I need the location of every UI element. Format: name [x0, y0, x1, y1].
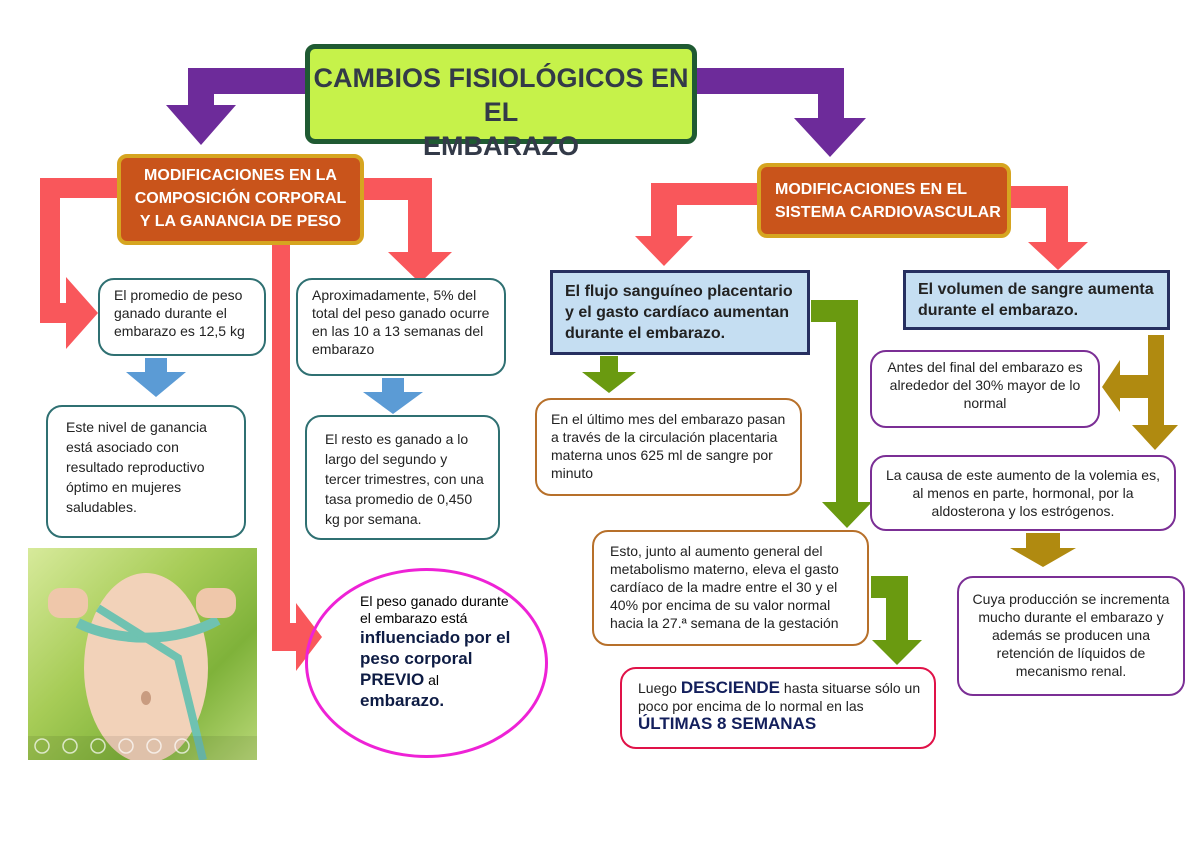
box-text: Antes del final del embarazo es alrededo…	[887, 359, 1083, 411]
ellipse-bold: influenciado	[360, 628, 461, 647]
green-arrow-icon	[871, 576, 922, 665]
ellipse-bold: embarazo.	[360, 691, 445, 710]
blue-down-arrow-icon	[126, 358, 186, 397]
box-text: El flujo sanguíneo placentario y el gast…	[565, 283, 793, 342]
box-metabolism: Esto, junto al aumento general del metab…	[592, 530, 869, 646]
gold-arrow-icon	[1010, 533, 1076, 567]
box-percent-weight: Aproximadamente, 5% del total del peso g…	[296, 278, 506, 376]
box-average-weight: El promedio de peso ganado durante el em…	[98, 278, 266, 356]
main-title-line1: CAMBIOS FISIOLÓGICOS EN EL	[313, 63, 689, 127]
gold-arrow-icon	[1102, 360, 1148, 412]
box-cause: La causa de este aumento de la volemia e…	[870, 455, 1176, 531]
box-text: Este nivel de ganancia está asociado con…	[66, 419, 207, 515]
heading-body-composition: MODIFICACIONES EN LA COMPOSICIÓN CORPORA…	[117, 154, 364, 245]
heading-cardiovascular: MODIFICACIONES EN EL SISTEMA CARDIOVASCU…	[757, 163, 1011, 238]
box-text: hasta situarse sólo un poco por encima d…	[638, 680, 921, 714]
photo-belly-measure	[28, 548, 257, 760]
main-title-line2: EMBARAZO	[423, 131, 579, 161]
box-blood-volume: El volumen de sangre aumenta durante el …	[903, 270, 1170, 330]
photo-illustration	[28, 573, 257, 760]
box-text: Luego	[638, 680, 677, 696]
box-text: Esto, junto al aumento general del metab…	[610, 543, 839, 631]
green-arrow-icon	[582, 356, 636, 393]
box-text: El promedio de peso ganado durante el em…	[114, 287, 245, 339]
salmon-arrow-icon	[1011, 186, 1088, 270]
box-bold: DESCIENDE	[680, 678, 781, 697]
salmon-arrow-icon	[364, 178, 452, 283]
purple-arrow-icon	[697, 68, 866, 157]
salmon-arrow-icon	[272, 245, 322, 671]
green-arrow-icon	[811, 300, 872, 528]
heading-line: SISTEMA CARDIOVASCULAR	[775, 204, 1001, 221]
ellipse-text: al	[428, 672, 440, 688]
heading-line: MODIFICACIONES EN EL	[775, 181, 968, 198]
box-production: Cuya producción se incrementa mucho dura…	[957, 576, 1185, 696]
box-text: Aproximadamente, 5% del total del peso g…	[312, 287, 490, 357]
box-gain-level: Este nivel de ganancia está asociado con…	[46, 405, 246, 538]
box-placental-flow: El flujo sanguíneo placentario y el gast…	[550, 270, 810, 355]
box-text: El volumen de sangre aumenta durante el …	[918, 281, 1154, 319]
salmon-arrow-icon	[40, 178, 117, 349]
purple-arrow-icon	[166, 68, 305, 145]
box-text: El resto es ganado a lo largo del segund…	[325, 431, 484, 527]
box-bold: ÚLTIMAS 8 SEMANAS	[638, 714, 817, 733]
box-text: En el último mes del embarazo pasan a tr…	[551, 411, 786, 481]
main-title: CAMBIOS FISIOLÓGICOS EN EL EMBARAZO	[305, 44, 697, 161]
heading-line: COMPOSICIÓN CORPORAL	[134, 190, 347, 207]
box-last-month: En el último mes del embarazo pasan a tr…	[535, 398, 802, 496]
ellipse-bold: por el peso corporal PREVIO	[360, 628, 511, 689]
box-descends: Luego DESCIENDE hasta situarse sólo un p…	[620, 667, 936, 749]
box-rest-weight: El resto es ganado a lo largo del segund…	[305, 415, 500, 540]
ellipse-text: El peso ganado durante el embarazo está	[360, 593, 509, 626]
box-before-end: Antes del final del embarazo es alrededo…	[870, 350, 1100, 428]
salmon-arrow-icon	[635, 183, 757, 266]
box-text: Cuya producción se incrementa mucho dura…	[972, 591, 1170, 679]
gold-arrow-icon	[1132, 335, 1178, 450]
blue-down-arrow-icon	[363, 378, 423, 414]
heading-line: MODIFICACIONES EN LA	[144, 167, 337, 184]
heading-line: Y LA GANANCIA DE PESO	[139, 213, 342, 230]
ellipse-previous-weight: El peso ganado durante el embarazo está …	[305, 568, 548, 758]
box-text: La causa de este aumento de la volemia e…	[886, 467, 1160, 519]
